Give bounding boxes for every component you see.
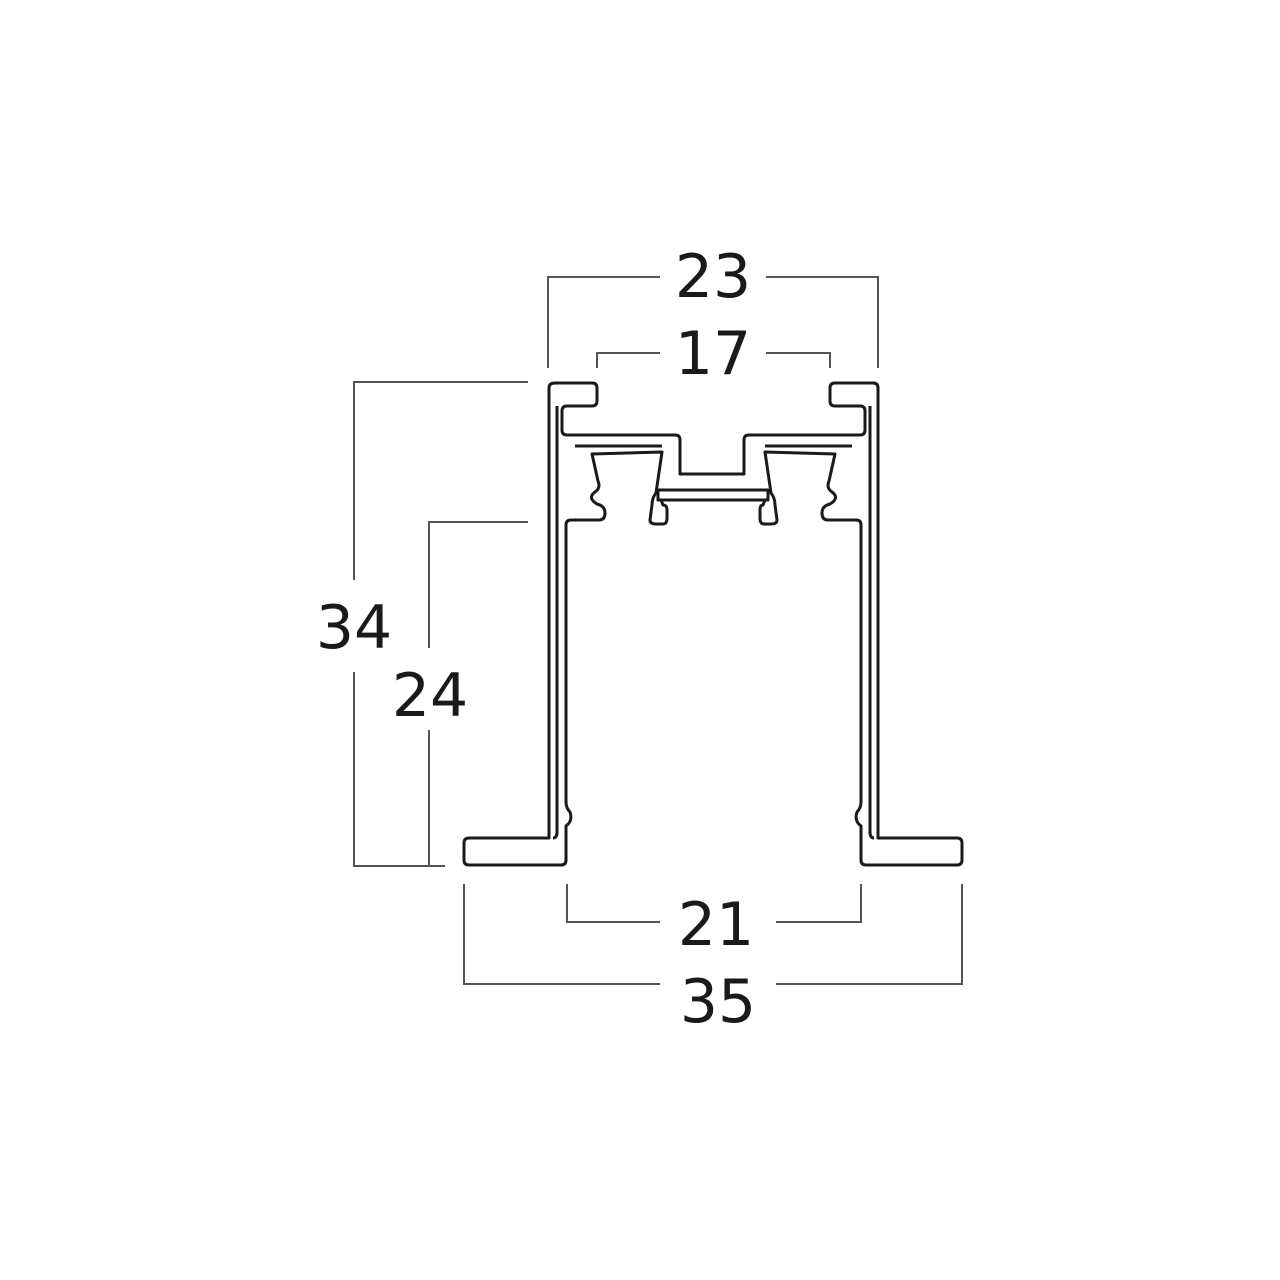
profile-left-wall-inner <box>552 406 559 840</box>
label-top-outer-width: 23 <box>675 242 751 312</box>
label-top-opening-width: 17 <box>675 319 751 389</box>
label-inner-width: 21 <box>678 890 754 960</box>
dim-line-23-right <box>766 276 879 368</box>
label-inner-height: 24 <box>392 661 468 731</box>
dim-line-35-left <box>463 884 660 985</box>
profile-centre-bar <box>656 488 770 502</box>
aluminium-profile <box>462 381 964 867</box>
label-total-height: 34 <box>316 593 392 663</box>
dimension-inner-height: 24 <box>392 521 528 866</box>
dim-line-21-right <box>776 884 862 923</box>
dimension-top-outer-width: 23 <box>547 242 879 368</box>
dim-line-23-left <box>547 276 660 368</box>
dimension-inner-width: 21 <box>566 884 862 960</box>
label-total-width: 35 <box>680 967 756 1037</box>
dim-line-34-bottom <box>353 672 445 867</box>
profile-right-wall-inner <box>868 406 875 840</box>
dim-line-35-right <box>776 884 963 985</box>
profile-outer-shell <box>462 381 964 867</box>
dim-line-34-top <box>353 381 528 580</box>
dim-line-21-left <box>566 884 660 923</box>
dim-line-17-right <box>766 352 831 368</box>
dim-line-24-top <box>428 521 528 648</box>
dimension-total-width: 35 <box>463 884 963 1037</box>
dimension-total-height: 34 <box>316 381 528 867</box>
dimension-top-opening-width: 17 <box>596 319 831 389</box>
dim-line-17-left <box>596 352 660 368</box>
